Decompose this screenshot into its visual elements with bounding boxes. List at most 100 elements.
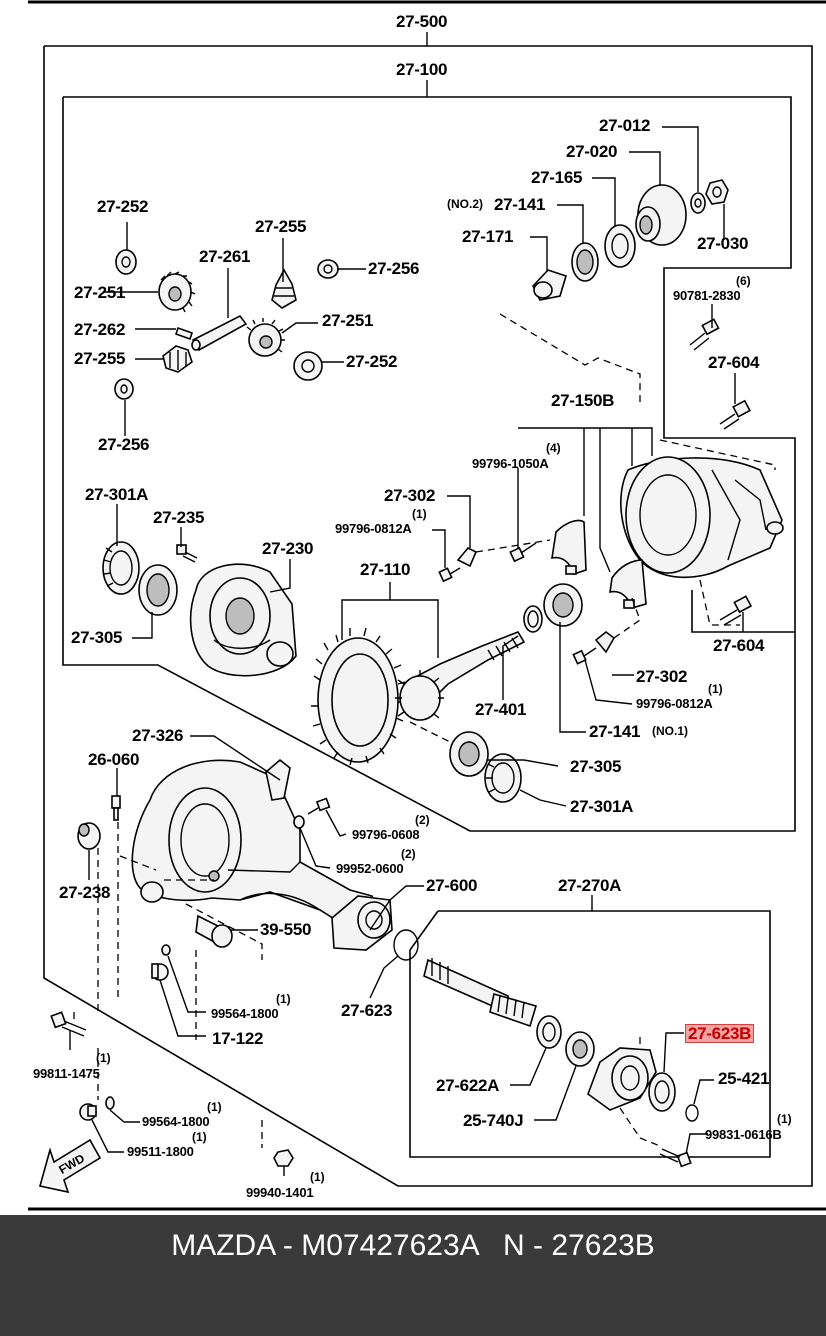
label-qty-1-e: (1) [207,1100,222,1114]
label-27-302-lower: 27-302 [636,667,688,686]
label-90781-2830: 90781-2830 [673,288,741,303]
washer-99952-0600 [293,815,305,829]
label-qty-1-c: (1) [276,992,291,1006]
ring-gear-27-110 [311,627,406,766]
bolt-17-122 [151,963,169,981]
label-27-301A-left: 27-301A [85,485,149,504]
parts-diagram: 27-500 27-100 27-012 27-020 27-165 (NO.2… [28,0,826,1211]
label-99796-0812A-lower: 99796-0812A [636,696,713,711]
label-27-256-upper: 27-256 [368,259,420,278]
label-qty-4: (4) [546,441,561,455]
label-qty-2-b: (2) [401,847,416,861]
label-27-255-upper: 27-255 [255,217,307,236]
label-27-623B-highlighted: 27-623B [685,1024,755,1043]
label-27-604-lower: 27-604 [713,636,765,655]
diff-case-27-230 [189,563,297,677]
label-99796-0608: 99796-0608 [352,827,420,842]
label-99564-1800-upper: 99564-1800 [211,1006,279,1021]
label-27-230: 27-230 [262,539,314,558]
drive-pinion-27-110 [395,631,526,721]
label-27-141-no1: 27-141 [589,722,641,741]
o-ring-27-623 [393,929,419,961]
label-99564-1800-lower: 99564-1800 [142,1114,210,1129]
dash-pinion-axis [499,313,641,402]
washer-99564-1800-lower [105,1096,115,1110]
collapsible-spacer-27-401 [523,605,543,633]
carrier-housing [620,456,784,579]
label-27-238: 27-238 [59,883,111,902]
label-27-252-lower: 27-252 [346,352,398,371]
footer-part-number: MAZDA - M07427623A N - 27623B [171,1229,655,1262]
label-26-060: 26-060 [88,750,140,769]
pinion-gear-27-255-upper [271,268,297,309]
pinion-gear-27-255-lower [162,345,193,373]
label-27-600: 27-600 [426,876,478,895]
label-27-141-no2: 27-141 [494,195,546,214]
label-qty-1-g: (1) [777,1112,792,1126]
spacer-27-301A-left [102,541,140,595]
label-qty-1-b: (1) [708,682,723,696]
bolt-27-604-lower [719,595,753,626]
label-27-622A: 27-622A [436,1076,500,1095]
bearing-27-305-right [449,731,489,777]
label-27-251-upper: 27-251 [74,283,126,302]
label-39-550: 39-550 [260,920,312,939]
bushing-39-550 [195,914,233,948]
diagram-drawing [28,0,826,1211]
label-27-305-left: 27-305 [71,628,123,647]
dash-housing-bolt [699,579,740,626]
part-number-footer: MAZDA - M07427623A N - 27623B [0,1215,826,1336]
bolt-27-604-upper [719,399,751,430]
label-99796-0812A-upper: 99796-0812A [335,521,412,536]
label-99811-1475: 99811-1475 [33,1066,100,1081]
bearing-cap-left [551,519,587,576]
label-qty-1-h: (1) [310,1170,325,1184]
bracket-27-326 [265,758,291,801]
label-27-020: 27-020 [566,142,618,161]
label-27-255-lower: 27-255 [74,349,126,368]
bolt-27-235 [176,544,198,563]
pinion-shaft-27-261 [191,314,248,352]
label-27-326: 27-326 [132,726,184,745]
label-99511-1800: 99511-1800 [127,1144,194,1159]
label-27-171: 27-171 [462,227,514,246]
axle-housing [131,759,382,931]
pin-27-262 [174,326,194,341]
bolt-99811-1475 [50,1011,87,1037]
label-27-110: 27-110 [360,560,411,579]
label-99952-0600: 99952-0600 [336,861,404,876]
nut-99940-1401 [273,1149,294,1167]
label-99796-1050A: 99796-1050A [472,456,549,471]
spacer-27-171 [532,269,567,301]
label-17-122: 17-122 [212,1029,264,1048]
fwd-arrow-icon [39,1138,102,1194]
label-qty-1-a: (1) [412,507,427,521]
label-no1: (NO.1) [652,724,688,738]
bolt-99796-0608 [307,797,331,815]
label-qty-2-a: (2) [415,813,430,827]
thrust-washer-27-252-lower [293,351,323,381]
label-27-262: 27-262 [74,320,126,339]
oil-seal-27-165 [604,224,636,268]
label-27-251-lower: 27-251 [322,311,374,330]
bearing-27-305-left [138,564,178,616]
plug-27-238 [77,822,101,850]
washer-27-012 [690,192,706,214]
label-27-150B: 27-150B [551,391,615,410]
label-qty-6: (6) [736,274,751,288]
label-99940-1401: 99940-1401 [246,1185,314,1200]
washer-27-256-upper [317,259,339,279]
dashed-guides [73,822,661,1148]
collar-27-622A [536,1015,562,1049]
label-27-012: 27-012 [599,116,651,135]
axle-shaft [423,958,537,1028]
label-25-421: 25-421 [718,1069,770,1088]
spacer-27-301A-right [484,753,522,803]
thrust-washer-27-252-upper [115,249,137,275]
label-27-256-lower: 27-256 [98,435,150,454]
label-27-030: 27-030 [697,234,749,253]
label-99831-0616B: 99831-0616B [705,1127,782,1142]
bearing-housing [587,1047,657,1111]
label-25-740J: 25-740J [463,1111,524,1130]
label-27-302-upper: 27-302 [384,486,436,505]
